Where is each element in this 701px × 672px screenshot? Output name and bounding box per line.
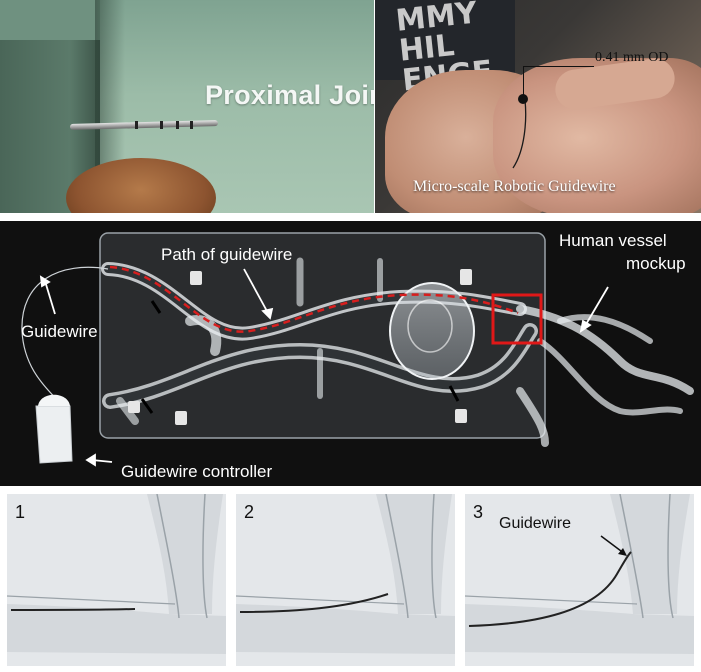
proximal-joint-photo: Proximal Joint — [0, 0, 374, 213]
guidewire-controller-label: Guidewire controller — [121, 462, 273, 481]
frame-number: 2 — [244, 502, 255, 522]
guidewire-label: Guidewire — [21, 322, 98, 341]
proximal-joint-title: Proximal Joint — [205, 80, 374, 110]
guidewire-tip — [10, 608, 136, 611]
sequence-frame-3: 3 Guidewire — [465, 494, 694, 666]
guidewire-path — [109, 265, 519, 333]
aneurysm — [389, 282, 475, 380]
joint-segment — [190, 121, 193, 129]
green-block-top — [0, 0, 100, 40]
frame-number: 3 — [473, 502, 484, 522]
guidewire-frame-label: Guidewire — [499, 515, 572, 532]
shirt — [375, 0, 515, 80]
human-vessel-label: Human vessel — [559, 231, 667, 250]
sequence-frame-2: 2 — [236, 494, 455, 666]
joint-segment — [135, 121, 138, 129]
od-leader-line — [523, 66, 594, 101]
od-label: 0.41 mm OD — [595, 50, 669, 65]
hand-photo: MMYHILENGE 0.41 mm OD Micro-scale Roboti… — [375, 0, 701, 213]
guidewire-controller — [35, 405, 73, 464]
guidewire-tip — [468, 551, 632, 627]
vessel-mockup-drawing — [21, 232, 694, 467]
sequence-frame-1: 1 — [7, 494, 226, 666]
od-leader-dot — [518, 94, 528, 104]
highlight-box — [491, 293, 543, 345]
frame-number: 1 — [15, 502, 26, 522]
vessel-mockup-photo: Path of guidewire Human vessel mockup Gu… — [0, 221, 701, 486]
micro-guidewire-caption: Micro-scale Robotic Guidewire — [413, 178, 616, 195]
arrow-icon — [618, 548, 627, 556]
joint-segment — [176, 121, 179, 129]
thin-wire — [512, 99, 527, 169]
path-of-guidewire-label: Path of guidewire — [161, 245, 293, 264]
loose-guidewire — [21, 266, 109, 402]
mockup-label: mockup — [626, 254, 686, 273]
joint-segment — [160, 121, 163, 129]
guidewire-tip — [239, 593, 389, 613]
